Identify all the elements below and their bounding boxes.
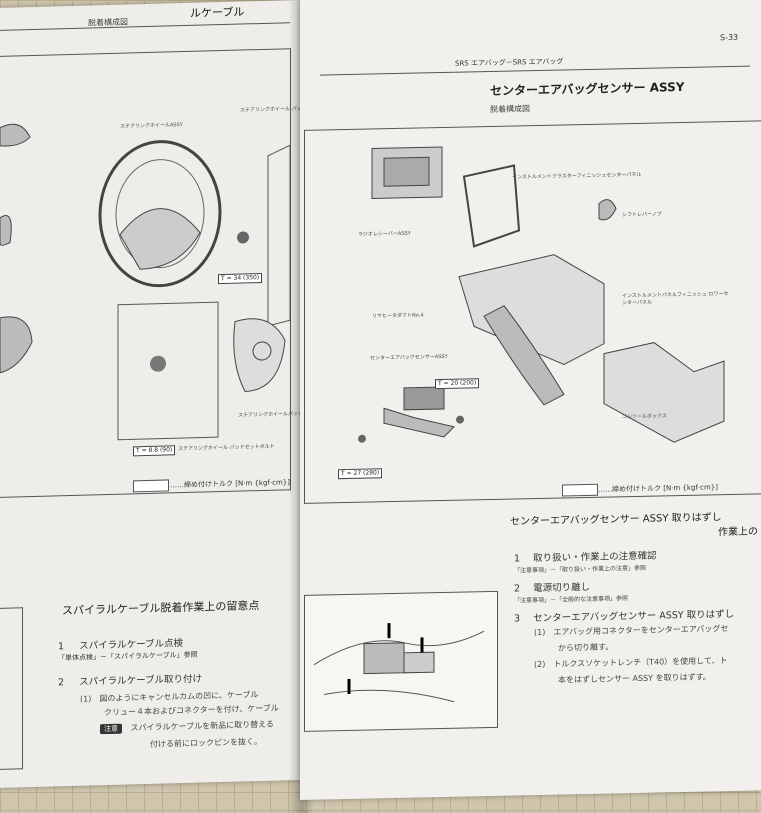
right-step-3-title: センターエアバッグセンサー ASSY 取りはずし bbox=[533, 608, 735, 625]
label-shift-knob: シフトレバーノブ bbox=[622, 211, 662, 219]
label-lower-center-panel: インストルメントパネルフィニッシュ ロワーセンターパネル bbox=[622, 291, 729, 307]
right-title: センターエアバッグセンサー ASSY bbox=[490, 79, 685, 99]
left-diagram-title: 脱着構成図 bbox=[88, 17, 128, 28]
left-step-2-num: 2 bbox=[58, 677, 65, 689]
right-page: SRS エアバッグ－SRS エアバッグ S-33 センターエアバッグセンサー A… bbox=[300, 0, 761, 800]
label-rear-duct: リヤヒータダクトNo.4 bbox=[372, 312, 424, 320]
center-console-drawing bbox=[358, 146, 725, 443]
right-step-2: 2 電源切り離し bbox=[514, 579, 590, 595]
label-radio: ラジオレシーバーASSY bbox=[358, 230, 411, 238]
right-step-1-ref: 「注意事項」－「取り扱い・作業上の注意」参照 bbox=[514, 564, 647, 575]
label-console-box: コンソールボックス bbox=[622, 413, 667, 421]
right-diagram-title: 脱着構成図 bbox=[490, 104, 530, 115]
right-torque-label-1: T = 20 (200) bbox=[435, 378, 480, 390]
left-substep-1: (1) 図のようにキャンセルカムの凹に、ケーブル bbox=[80, 690, 259, 704]
left-page: ルケーブル 脱着構成図 ステアリングホイールASSY ステアリングホイール パッ… bbox=[0, 0, 322, 788]
left-header-title: ルケーブル bbox=[190, 5, 245, 20]
right-torque-label-2: T = 27 (280) bbox=[338, 468, 383, 480]
note-text: スパイラルケーブルを新品に取り替える bbox=[130, 719, 274, 733]
legend-box bbox=[133, 479, 169, 493]
right-substep-1: (1) エアバッグ用コネクターをセンターエアバッグセ bbox=[534, 624, 729, 638]
note-text-2: 付ける前にロックピンを抜く。 bbox=[150, 736, 262, 749]
right-step-2-ref: 「注意事項」－「全般的な注意事項」参照 bbox=[514, 595, 629, 605]
right-step-1-num: 1 bbox=[514, 553, 521, 565]
steering-wheel-drawing bbox=[0, 123, 291, 441]
note-badge: 注意 bbox=[100, 723, 122, 735]
left-section-title: スパイラルケーブル脱着作業上の留意点 bbox=[62, 599, 260, 618]
left-note: 注意 スパイラルケーブルを新品に取り替える bbox=[100, 719, 274, 735]
right-step-2-num: 2 bbox=[514, 583, 521, 595]
left-step-1-num: 1 bbox=[58, 641, 65, 653]
page-number: S-33 bbox=[720, 32, 739, 43]
right-substep-1b: から切り離す。 bbox=[558, 642, 614, 653]
right-legend-box bbox=[562, 483, 598, 497]
right-substep-2: (2) トルクスソケットレンチ（T40）を使用して、ト bbox=[534, 656, 728, 670]
right-section-subtitle: 作業上の bbox=[718, 526, 758, 539]
sensor-location-drawing bbox=[313, 623, 485, 703]
right-header-section: SRS エアバッグ－SRS エアバッグ bbox=[455, 57, 564, 68]
right-step-3-num: 3 bbox=[514, 613, 521, 625]
left-step-2: 2 スパイラルケーブル取り付け bbox=[58, 671, 202, 689]
left-figure-frame bbox=[0, 607, 23, 770]
right-section-title: センターエアバッグセンサー ASSY 取りはずし bbox=[510, 512, 722, 528]
left-step-2-title: スパイラルケーブル取り付け bbox=[79, 673, 203, 688]
right-step-2-title: 電源切り離し bbox=[533, 581, 591, 595]
right-substep-2b: 本をはずしセンサー ASSY を取りはずす。 bbox=[558, 672, 711, 685]
torque-label-1: T = 34 (350) bbox=[218, 272, 263, 285]
left-header-rule bbox=[0, 22, 290, 31]
left-substep-1b: クリュー４本およびコネクターを付け、ケーブル bbox=[104, 703, 279, 718]
right-step-3: 3 センターエアバッグセンサー ASSY 取りはずし bbox=[514, 606, 734, 625]
torque-label-2: T = 8.8 (90) bbox=[133, 445, 176, 457]
